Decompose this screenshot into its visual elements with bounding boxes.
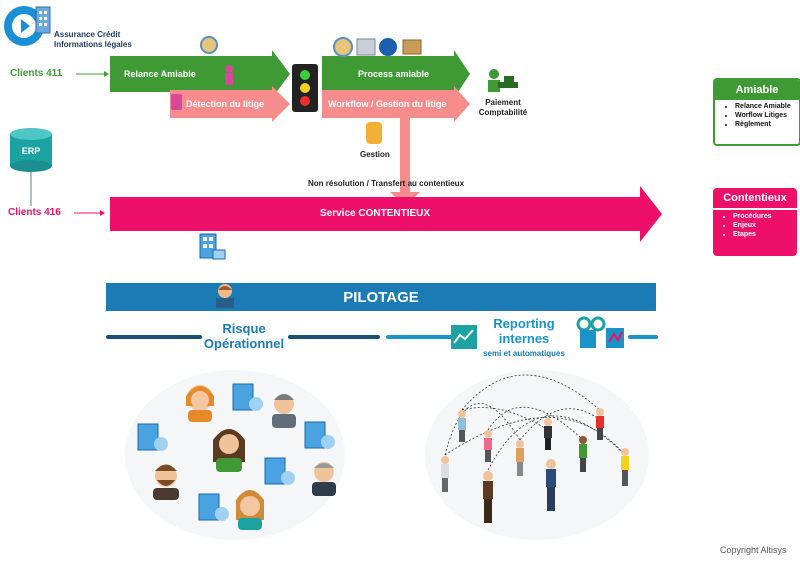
- payment-desk-icon: [484, 68, 518, 101]
- amiable-card-title: Amiable: [715, 80, 799, 100]
- coin-icon: [333, 37, 353, 57]
- paiement-label: Paiement Comptabilité: [472, 98, 534, 118]
- manager-avatar-icon: [212, 282, 238, 313]
- avatar-man-2: [153, 464, 179, 500]
- clients-416-label: Clients 416: [8, 207, 61, 218]
- building-icon: [304, 421, 326, 449]
- contentieux-item: Procédures: [733, 212, 793, 221]
- avatar-man-1: [272, 394, 296, 428]
- mail-icon: [402, 39, 422, 55]
- service-contentieux-label: Service CONTENTIEUX: [320, 208, 431, 219]
- contentieux-card: Contentieux Procédures Enjeux Etapes: [713, 188, 797, 256]
- header-title: Assurance Crédit Informations légales: [54, 30, 132, 50]
- erp-label: ERP: [21, 146, 41, 156]
- comptabilite-line: Comptabilité: [478, 108, 528, 117]
- risque-title: Risque Opérationnel: [196, 321, 292, 351]
- header-title-line2: Informations légales: [54, 40, 132, 49]
- workflow-litige-label: Workflow / Gestion du litige: [328, 99, 447, 109]
- transfer-arrow: [390, 118, 420, 206]
- copyright: Copyright Altisys: [720, 545, 787, 555]
- non-resolution-label: Non résolution / Transfert au contentieu…: [308, 179, 465, 188]
- relance-icon: [200, 36, 218, 54]
- detection-litige-label: Détection du litige: [186, 99, 265, 109]
- contentieux-item: Etapes: [733, 230, 793, 239]
- amiable-item: Règlement: [735, 120, 795, 129]
- building-icon: [196, 232, 226, 265]
- search-doc-icon: [356, 38, 376, 56]
- network-arcs: [444, 374, 626, 471]
- detection-arrow: [170, 86, 290, 122]
- clients-411-label: Clients 411: [10, 68, 63, 79]
- process-icons: [333, 36, 423, 63]
- contentieux-item: Enjeux: [733, 221, 793, 230]
- pilotage-bar: [106, 283, 656, 311]
- reporting-line2: internes: [498, 331, 550, 346]
- alert-icon: [171, 94, 182, 110]
- gestion-hand-icon: [366, 122, 382, 144]
- reporting-line1: Reporting: [493, 316, 555, 331]
- process-arrow: [322, 50, 470, 98]
- avatar-woman-3: [236, 490, 264, 530]
- reporting-circle: [425, 370, 649, 540]
- calculator-icon: [572, 316, 628, 355]
- reporting-subtitle: semi et automatiques: [483, 349, 565, 358]
- avatar-man-3: [312, 462, 336, 496]
- building-icon: [198, 493, 220, 521]
- people-icon: [222, 63, 248, 92]
- relance-amiable-label: Relance Amiable: [124, 69, 196, 79]
- workflow-arrow: [322, 86, 470, 122]
- amiable-card-list: Relance Amiable Worflow Litiges Règlemen…: [715, 100, 799, 131]
- building-icon: [264, 457, 286, 485]
- risque-line2: Opérationnel: [203, 336, 285, 351]
- paiement-line: Paiement: [485, 98, 521, 107]
- relance-arrow: [110, 50, 290, 98]
- network-people: [441, 408, 629, 523]
- logo-icon: [4, 6, 51, 46]
- avatar-woman-2: [213, 429, 245, 472]
- sms-icon: [379, 38, 397, 56]
- reporting-title: Reporting internes: [476, 316, 572, 346]
- risque-line1: Risque: [222, 321, 266, 336]
- amiable-item: Worflow Litiges: [735, 111, 795, 120]
- chart-icon: [451, 325, 477, 354]
- contentieux-card-list: Procédures Enjeux Etapes: [713, 210, 797, 241]
- header-title-line1: Assurance Crédit: [54, 30, 121, 39]
- contentieux-card-title: Contentieux: [713, 188, 797, 210]
- building-icon: [137, 423, 159, 451]
- amiable-item: Relance Amiable: [735, 102, 795, 111]
- avatar-woman-1: [186, 385, 214, 422]
- process-amiable-label: Process amiable: [358, 69, 430, 79]
- logo: [2, 2, 52, 50]
- database-icon: [10, 128, 52, 172]
- gestion-label: Gestion: [360, 150, 390, 159]
- building-icon: [232, 383, 254, 411]
- traffic-light-icon: [292, 64, 318, 112]
- contentieux-arrow: [110, 186, 662, 242]
- pilotage-title: PILOTAGE: [343, 289, 419, 306]
